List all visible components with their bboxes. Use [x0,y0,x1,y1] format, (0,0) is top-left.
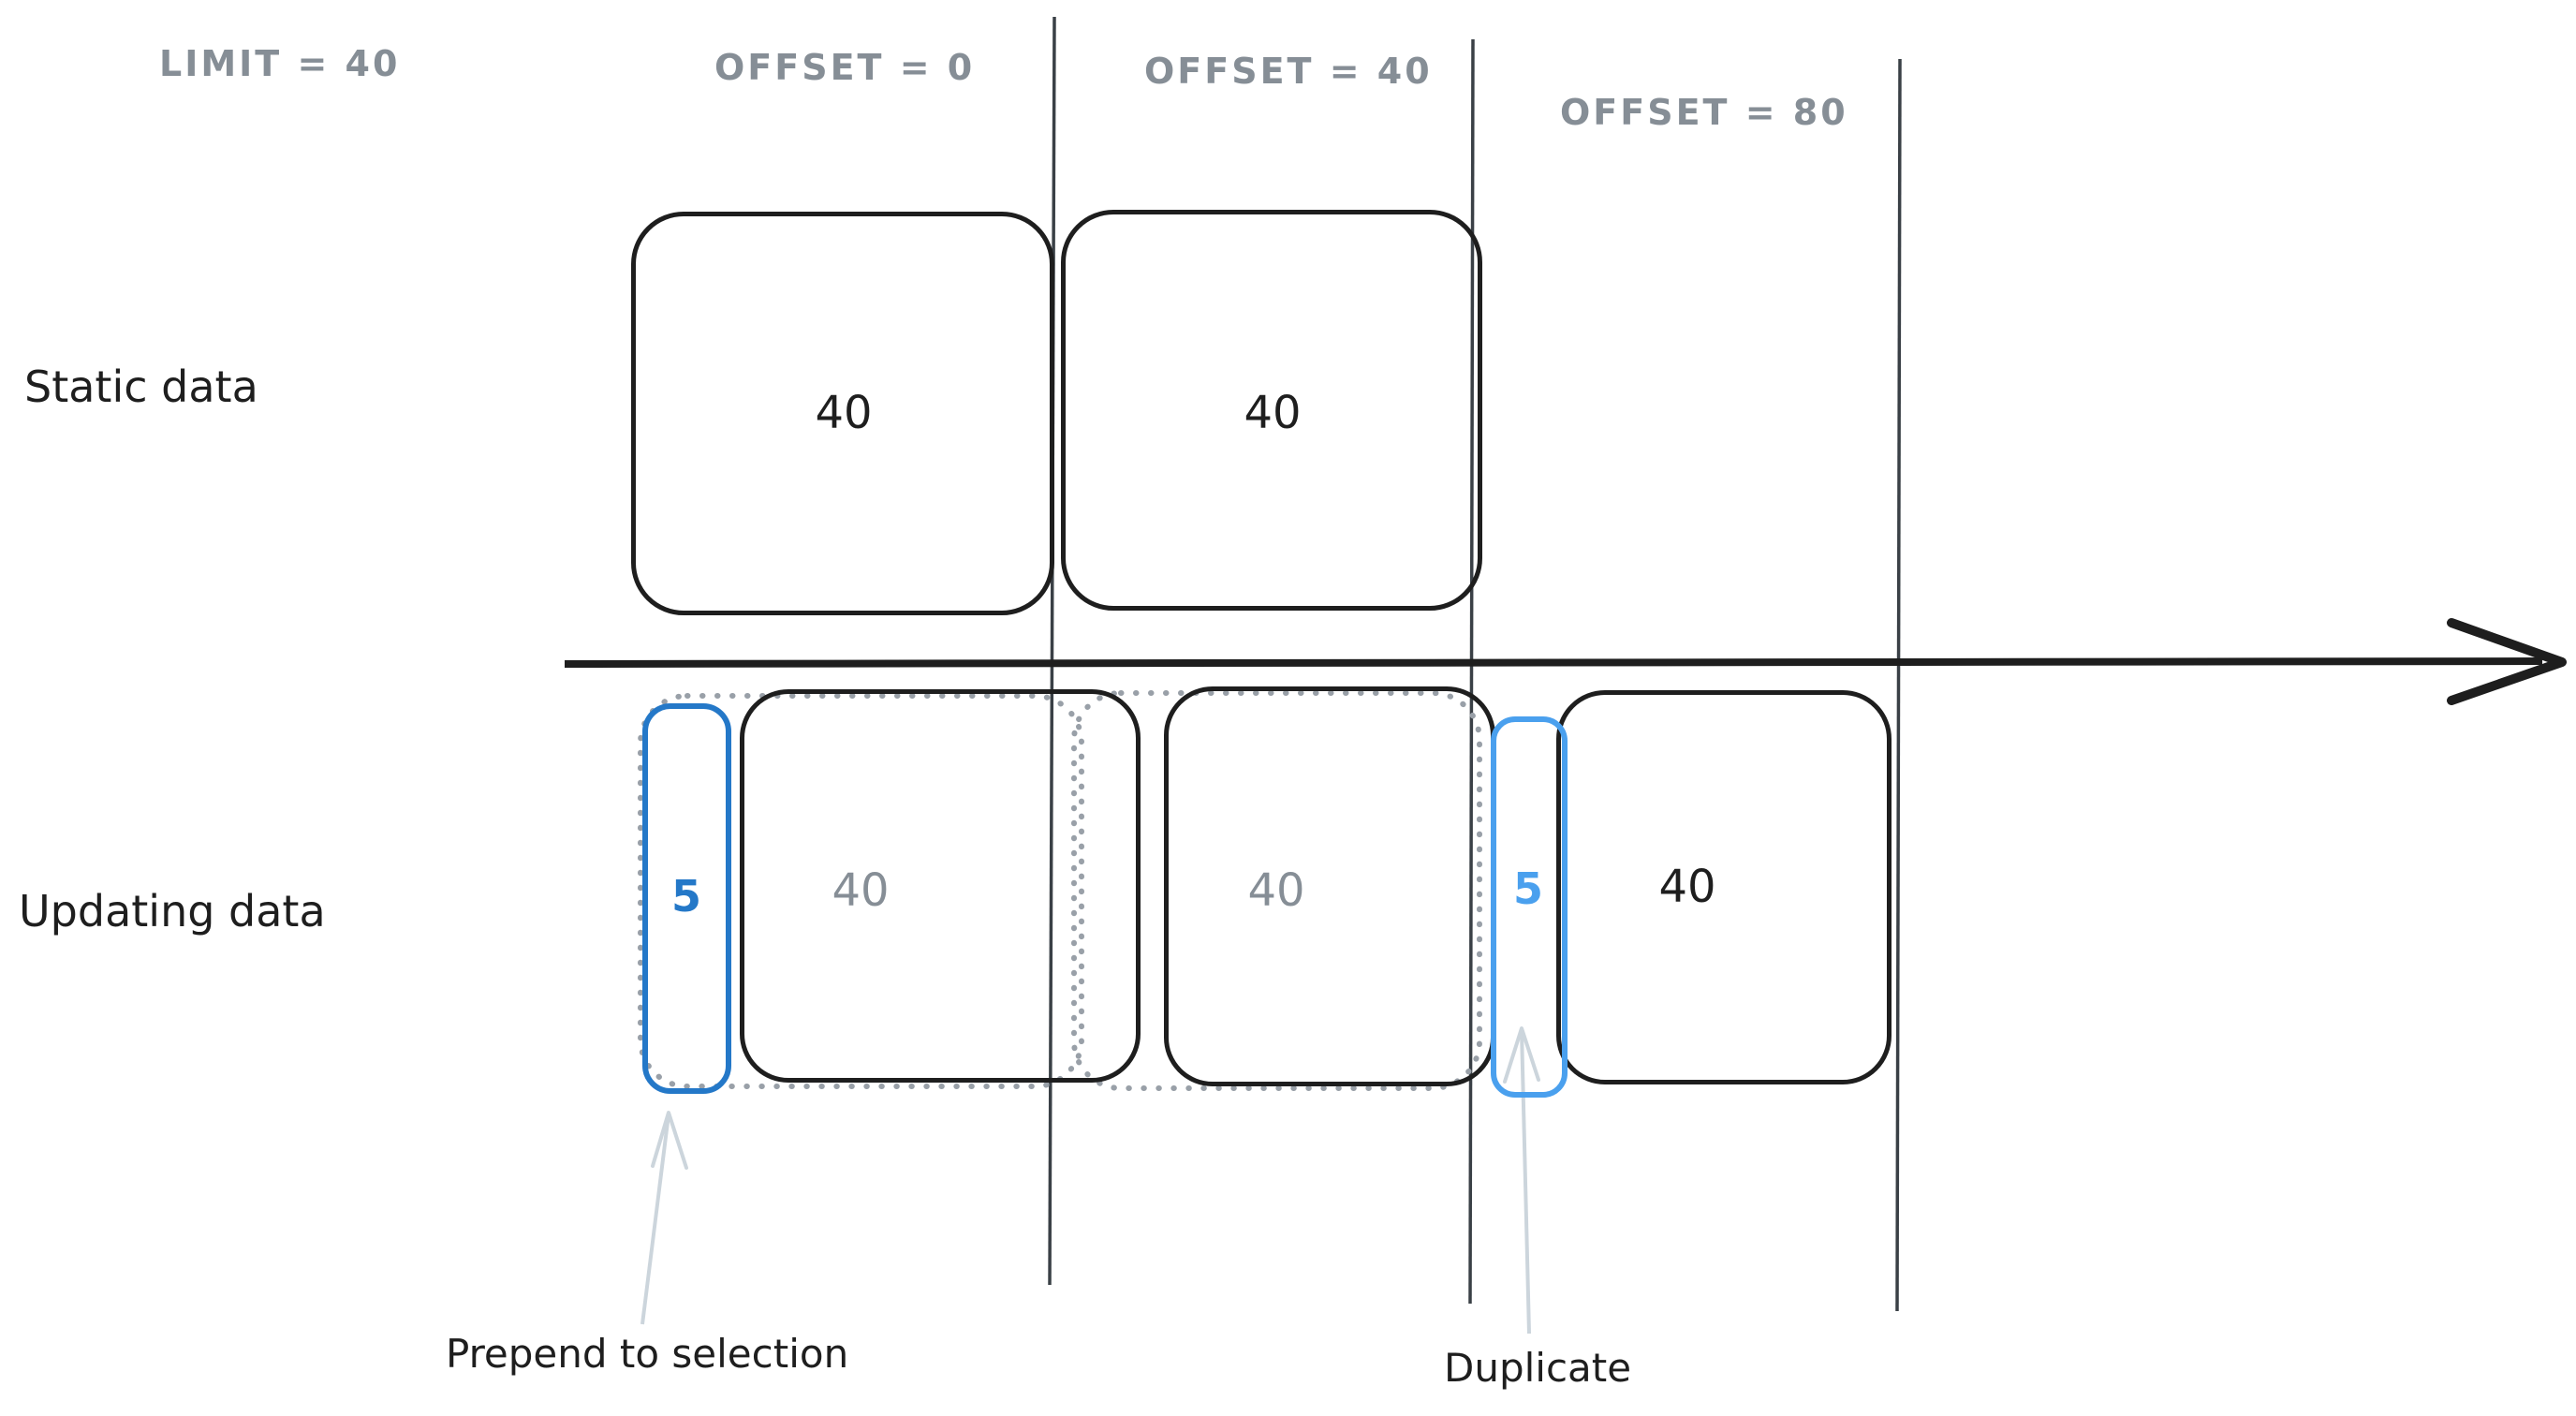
new-fetch-count: 40 [1658,861,1716,913]
static-page-2-box [1061,210,1482,611]
old-window-1-count: 40 [832,864,890,917]
duplicate-arrowhead [1503,1026,1540,1084]
prepend-arrowhead [651,1111,688,1170]
timeline-arrow-shaft [564,657,2543,668]
prepend-arrow-shaft [640,1114,670,1325]
duplicate-annotation: Duplicate [1444,1345,1632,1391]
old-window-2-count: 40 [1247,864,1305,917]
shifted-window-1-box [740,689,1141,1083]
duplicate-arrow [1503,1026,1540,1335]
prepended-count: 5 [670,871,701,922]
updating-row-label: Updating data [19,886,326,937]
offset-divider-line-1 [1048,16,1056,1286]
duplicate-arrow-shaft [1520,1029,1531,1335]
offset-80-label: OFFSET = 80 [1560,92,1848,133]
new-fetch-box [1556,690,1892,1084]
prepended-items-box [642,703,731,1094]
old-window-2-dotted-box [1071,690,1482,1091]
limit-label: LIMIT = 40 [159,43,401,84]
timeline-arrow [564,618,2567,705]
offset-0-label: OFFSET = 0 [714,47,976,88]
prepend-arrow [640,1111,688,1325]
static-page-1-box [631,212,1054,615]
prepend-annotation: Prepend to selection [446,1331,849,1377]
old-window-1-dotted-box [638,693,1084,1089]
offset-divider-line-3 [1895,58,1902,1312]
static-row-label: Static data [24,361,258,412]
static-page-2-count: 40 [1244,387,1302,439]
offset-40-label: OFFSET = 40 [1144,51,1433,92]
static-page-1-count: 40 [815,387,873,439]
duplicated-items-box [1491,716,1568,1098]
timeline-arrowhead [2447,618,2567,705]
duplicated-count: 5 [1512,863,1543,914]
